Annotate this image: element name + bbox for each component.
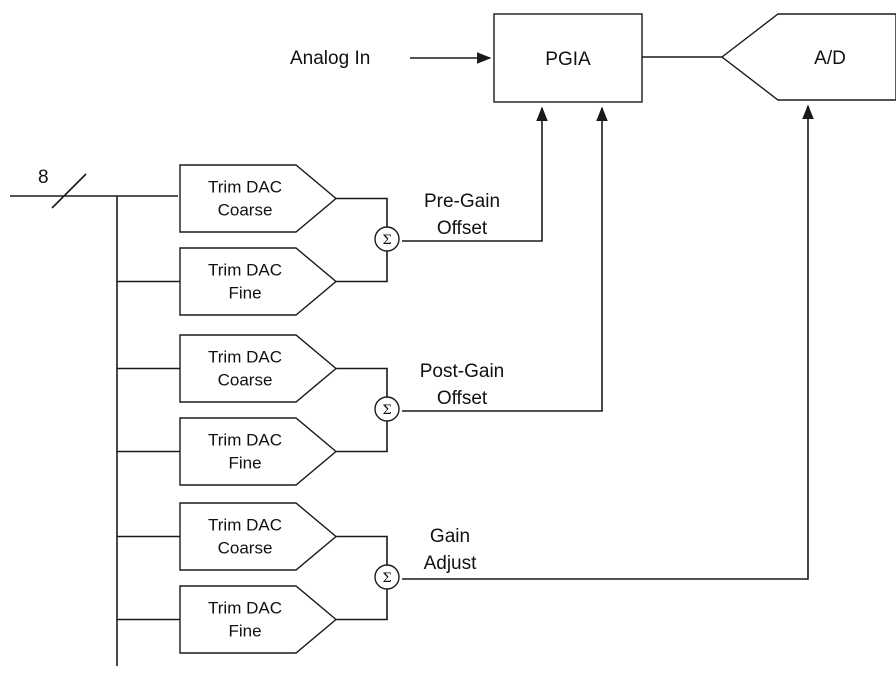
trim-dac-block (179, 334, 338, 403)
trim-dac-block (179, 502, 338, 571)
output-label: Gain (430, 526, 470, 547)
trim-dac-mode-label: Fine (228, 622, 261, 641)
pgia-block (493, 13, 643, 103)
fine-to-summer-wire (336, 251, 388, 283)
trim-dac-label: Trim DAC (208, 178, 282, 197)
trim-dac-mode-label: Fine (228, 454, 261, 473)
trim-dac-label: Trim DAC (208, 431, 282, 450)
coarse-to-summer-wire (336, 367, 388, 397)
summing-junction (374, 226, 400, 252)
output-label: Pre-Gain (424, 191, 500, 212)
coarse-to-summer-wire (336, 197, 388, 227)
fine-to-summer-wire (336, 589, 388, 621)
trim-dac-mode-label: Fine (228, 284, 261, 303)
sigma-symbol: Σ (382, 403, 391, 418)
output-label: Post-Gain (420, 361, 504, 382)
pgia-label: PGIA (545, 49, 591, 70)
bus-width-slash (51, 173, 87, 209)
sigma-symbol: Σ (382, 571, 391, 586)
summing-junction (374, 564, 400, 590)
fine-to-summer-wire (336, 421, 388, 453)
gain-adjust-wire (402, 104, 814, 580)
adc-label: A/D (814, 48, 846, 69)
trim-dac-label: Trim DAC (208, 516, 282, 535)
coarse-to-summer-wire (336, 535, 388, 565)
output-label-line2: Offset (437, 388, 488, 409)
trim-dac-label: Trim DAC (208, 261, 282, 280)
trim-dac-mode-label: Coarse (218, 371, 273, 390)
trim-dac-block (179, 247, 338, 316)
trim-dac-label: Trim DAC (208, 599, 282, 618)
trim-dac-mode-label: Coarse (218, 201, 273, 220)
post-gain-offset-wire (402, 106, 608, 412)
trim-dac-label: Trim DAC (208, 348, 282, 367)
sigma-symbol: Σ (382, 233, 391, 248)
output-label-line2: Adjust (424, 553, 478, 574)
trim-dac-block (179, 164, 338, 233)
analog-in-label: Analog In (290, 48, 370, 69)
trim-dac-block (179, 585, 338, 654)
summing-junction (374, 396, 400, 422)
pre-gain-offset-wire (402, 106, 548, 242)
adc-block (720, 13, 896, 101)
trim-dac-mode-label: Coarse (218, 539, 273, 558)
bus-width-label: 8 (38, 167, 49, 188)
trim-dac-block (179, 417, 338, 486)
output-label-line2: Offset (437, 218, 488, 239)
